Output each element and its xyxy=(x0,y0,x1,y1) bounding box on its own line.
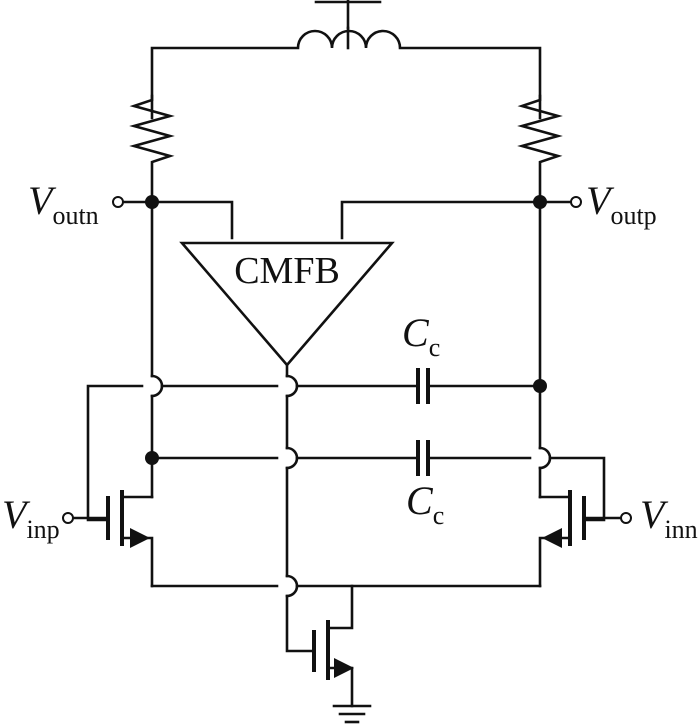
nmos-input-left xyxy=(70,490,154,588)
label-voutp: Voutp xyxy=(586,178,657,230)
cmfb-amplifier xyxy=(179,241,395,367)
junction-voutn xyxy=(145,195,159,209)
label-cc-top: Cc xyxy=(402,310,440,362)
cmfb-label: CMFB xyxy=(234,250,340,292)
nmos-input-right xyxy=(538,490,624,588)
terminal-voutn xyxy=(112,196,124,208)
resistor-left xyxy=(129,94,175,204)
ground-icon xyxy=(332,704,372,724)
terminal-vinp xyxy=(62,512,74,524)
label-vinp: Vinp xyxy=(2,492,60,544)
nmos-tail xyxy=(312,620,354,708)
label-voutn: Voutn xyxy=(28,178,99,230)
label-vinn: Vinn xyxy=(640,492,698,544)
junction-cc-bottom xyxy=(145,451,159,465)
label-cc-bottom: Cc xyxy=(406,478,444,530)
junction-voutp xyxy=(533,195,547,209)
terminal-voutp xyxy=(570,196,582,208)
inductor xyxy=(150,0,542,120)
resistor-right xyxy=(517,94,563,204)
junction-cc-top xyxy=(533,379,547,393)
terminal-vinn xyxy=(620,512,632,524)
